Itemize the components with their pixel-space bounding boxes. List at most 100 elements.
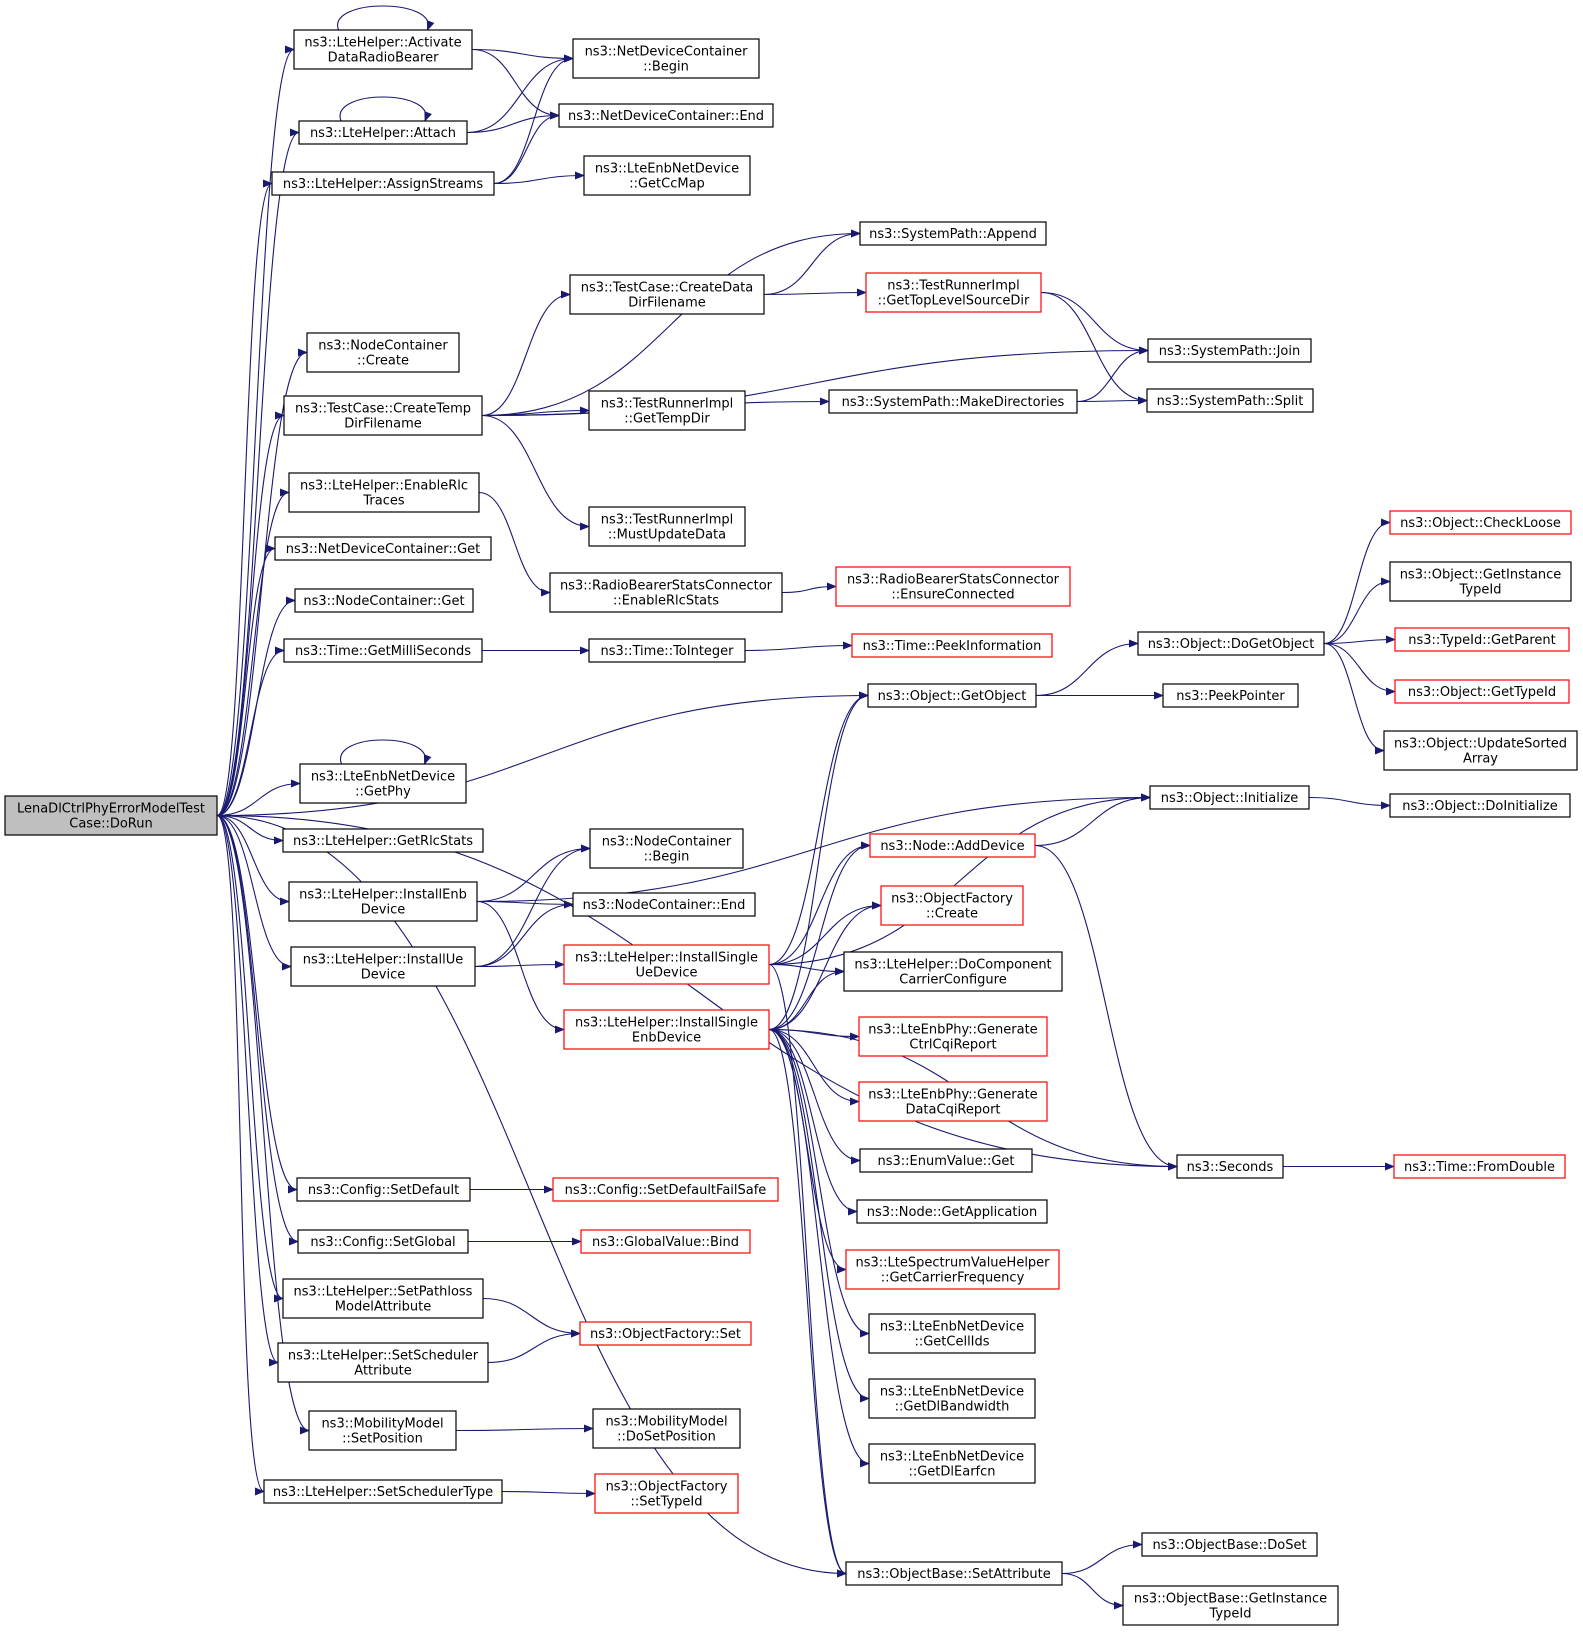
node-carrierfreq[interactable]: ns3::LteSpectrumValueHelper::GetCarrierF… <box>845 1249 1060 1290</box>
node-label: ns3::Time::FromDouble <box>1404 1160 1555 1175</box>
node-getdlbw[interactable]: ns3::LteEnbNetDevice::GetDlBandwidth <box>868 1378 1036 1419</box>
node-getcellids[interactable]: ns3::LteEnbNetDevice::GetCellIds <box>868 1313 1036 1354</box>
node-dogetobject[interactable]: ns3::Object::DoGetObject <box>1137 631 1325 656</box>
node-sp-join[interactable]: ns3::SystemPath::Join <box>1147 338 1312 363</box>
node-doinitialize[interactable]: ns3::Object::DoInitialize <box>1389 793 1571 818</box>
node-setdefaultfs[interactable]: ns3::Config::SetDefaultFailSafe <box>552 1177 779 1202</box>
call-edge <box>216 779 301 817</box>
node-gettypeid[interactable]: ns3::Object::GetTypeId <box>1394 679 1570 704</box>
node-checkloose[interactable]: ns3::Object::CheckLoose <box>1389 510 1572 535</box>
node-label: ns3::LteHelper::GetRlcStats <box>293 834 473 849</box>
node-getmilli[interactable]: ns3::Time::GetMilliSeconds <box>283 638 483 663</box>
node-ensureconnected[interactable]: ns3::RadioBearerStatsConnector::EnsureCo… <box>835 566 1071 607</box>
node-label: ns3::Config::SetDefault <box>308 1183 459 1198</box>
node-toplevel[interactable]: ns3::TestRunnerImpl::GetTopLevelSourceDi… <box>865 272 1042 313</box>
node-docomponent[interactable]: ns3::LteHelper::DoComponentCarrierConfig… <box>843 951 1063 992</box>
node-tointeger[interactable]: ns3::Time::ToInteger <box>588 638 746 663</box>
node-nc-get[interactable]: ns3::NodeContainer::Get <box>294 588 474 613</box>
node-ndc-begin[interactable]: ns3::NetDeviceContainer::Begin <box>572 38 760 79</box>
node-nc-begin[interactable]: ns3::NodeContainer::Begin <box>589 828 744 869</box>
node-dosetpos[interactable]: ns3::MobilityModel::DoSetPosition <box>592 1408 741 1449</box>
node-makedirs[interactable]: ns3::SystemPath::MakeDirectories <box>828 389 1078 414</box>
node-box <box>299 763 467 804</box>
node-nc-create[interactable]: ns3::NodeContainer::Create <box>306 332 460 373</box>
node-setglobal[interactable]: ns3::Config::SetGlobal <box>297 1229 469 1254</box>
node-label: ns3::Object::GetObject <box>878 689 1027 704</box>
node-getobject[interactable]: ns3::Object::GetObject <box>867 683 1037 708</box>
node-setattr[interactable]: ns3::ObjectBase::SetAttribute <box>845 1561 1063 1586</box>
node-seconds[interactable]: ns3::Seconds <box>1176 1154 1284 1179</box>
node-label: ns3::RadioBearerStatsConnector <box>847 573 1060 588</box>
node-label: ns3::LteHelper::InstallSingle <box>575 951 758 966</box>
node-setdefault[interactable]: ns3::Config::SetDefault <box>296 1177 471 1202</box>
node-box <box>569 274 765 315</box>
node-setschedtype[interactable]: ns3::LteHelper::SetSchedulerType <box>263 1479 503 1504</box>
node-settypeid[interactable]: ns3::ObjectFactory::SetTypeId <box>594 1473 739 1514</box>
node-sp-split[interactable]: ns3::SystemPath::Split <box>1146 388 1314 413</box>
node-ndc-end[interactable]: ns3::NetDeviceContainer::End <box>558 103 774 128</box>
node-doset[interactable]: ns3::ObjectBase::DoSet <box>1141 1532 1318 1557</box>
node-enablerlcstats[interactable]: ns3::RadioBearerStatsConnector::EnableRl… <box>549 572 783 613</box>
node-box <box>1394 627 1570 652</box>
node-box <box>563 944 770 985</box>
call-edge <box>744 641 853 652</box>
node-setpos[interactable]: ns3::MobilityModel::SetPosition <box>308 1410 457 1451</box>
node-peekinfo[interactable]: ns3::Time::PeekInformation <box>851 633 1053 658</box>
call-edge <box>768 1028 858 1216</box>
node-peekpointer[interactable]: ns3::PeekPointer <box>1162 683 1299 708</box>
node-label: ns3::LteHelper::Attach <box>310 126 456 141</box>
node-label: EnbDevice <box>632 1031 701 1046</box>
call-edge <box>768 1028 847 1578</box>
node-getdlearfcn[interactable]: ns3::LteEnbNetDevice::GetDlEarfcn <box>868 1443 1036 1484</box>
node-getrlcstats[interactable]: ns3::LteHelper::GetRlcStats <box>282 828 484 853</box>
node-label: ::GetPhy <box>355 785 411 800</box>
node-getparent[interactable]: ns3::TypeId::GetParent <box>1394 627 1570 652</box>
call-edge <box>478 491 551 597</box>
node-label: ns3::Time::GetMilliSeconds <box>295 644 471 659</box>
node-fromdouble[interactable]: ns3::Time::FromDouble <box>1393 1154 1566 1179</box>
node-mustupdate[interactable]: ns3::TestRunnerImpl::MustUpdateData <box>588 506 746 547</box>
call-edge <box>216 128 300 817</box>
node-of-create[interactable]: ns3::ObjectFactory::Create <box>880 885 1024 926</box>
node-assign[interactable]: ns3::LteHelper::AssignStreams <box>271 171 495 196</box>
node-enumget[interactable]: ns3::EnumValue::Get <box>859 1148 1033 1173</box>
node-gettempdir[interactable]: ns3::TestRunnerImpl::GetTempDir <box>588 390 746 431</box>
node-adddevice[interactable]: ns3::Node::AddDevice <box>869 833 1036 858</box>
node-nc-end[interactable]: ns3::NodeContainer::End <box>572 892 756 917</box>
node-gvbind[interactable]: ns3::GlobalValue::Bind <box>580 1229 751 1254</box>
node-box <box>1389 561 1572 602</box>
node-label: ::SetTypeId <box>630 1495 702 1510</box>
call-edge <box>216 45 295 817</box>
node-label: ns3::TypeId::GetParent <box>1408 633 1556 648</box>
node-label: Device <box>361 903 405 918</box>
node-getapp[interactable]: ns3::Node::GetApplication <box>856 1199 1048 1224</box>
node-initialize[interactable]: ns3::Object::Initialize <box>1149 785 1310 810</box>
node-box <box>579 1321 752 1346</box>
node-box <box>1122 1585 1339 1626</box>
node-of-set[interactable]: ns3::ObjectFactory::Set <box>579 1321 752 1346</box>
node-sp-append[interactable]: ns3::SystemPath::Append <box>859 221 1047 246</box>
node-label: ns3::Object::Initialize <box>1161 791 1299 806</box>
node-getphy[interactable]: ns3::LteEnbNetDevice::GetPhy <box>299 763 467 804</box>
node-getccmap[interactable]: ns3::LteEnbNetDevice::GetCcMap <box>583 155 751 196</box>
call-edge <box>216 814 284 1303</box>
call-edge <box>493 111 560 185</box>
node-attach[interactable]: ns3::LteHelper::Attach <box>298 120 468 145</box>
node-ndc-get[interactable]: ns3::NetDeviceContainer::Get <box>274 536 492 561</box>
node-setpathloss[interactable]: ns3::LteHelper::SetPathlossModelAttribut… <box>282 1278 484 1319</box>
